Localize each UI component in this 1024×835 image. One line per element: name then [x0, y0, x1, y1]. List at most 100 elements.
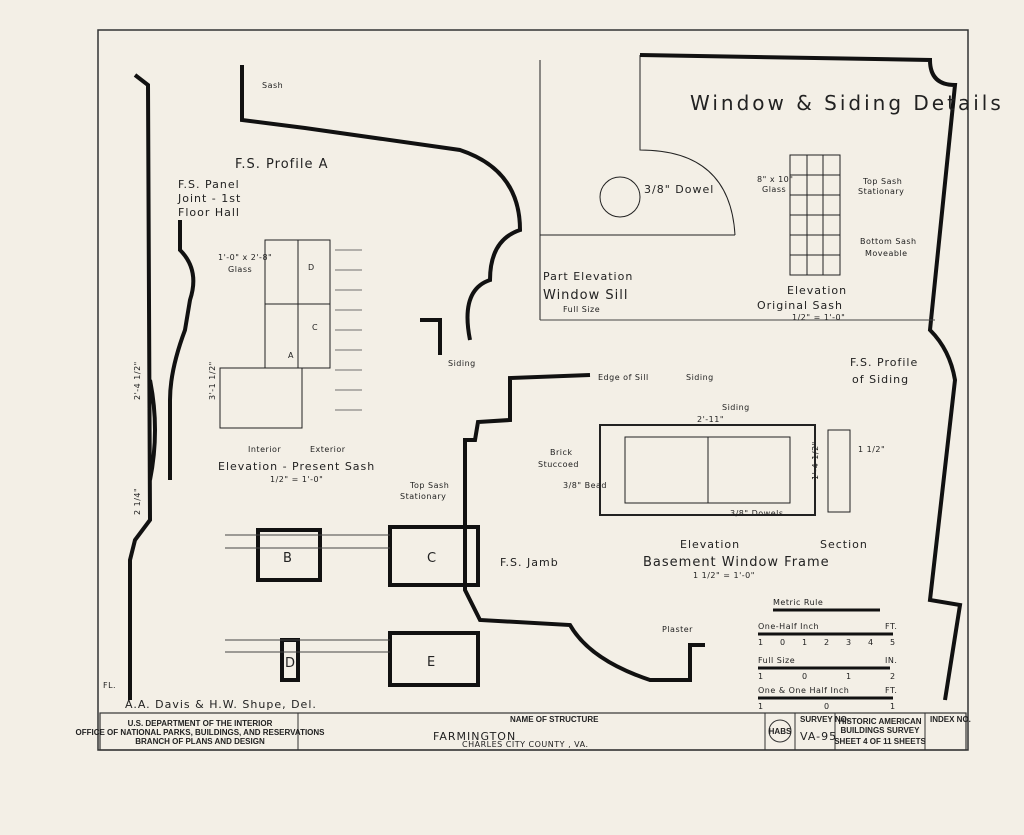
label: Siding	[448, 359, 476, 368]
original-sash	[789, 154, 841, 276]
label: F.S. Jamb	[500, 556, 559, 569]
label: F.S. Profile	[850, 356, 918, 369]
scale-tick-label: 0	[802, 672, 808, 681]
label: C	[312, 323, 318, 332]
scale-label: Full Size	[758, 656, 795, 665]
label: Interior	[248, 445, 281, 454]
label: Glass	[762, 185, 786, 194]
label: 3/8" Bead	[563, 481, 607, 490]
label: Floor Hall	[178, 206, 240, 219]
label: Glass	[228, 265, 252, 274]
scale-unit: FT.	[885, 686, 897, 695]
name-label: NAME OF STRUCTURE	[510, 715, 599, 724]
siding-profile-outline	[639, 53, 963, 701]
label: Exterior	[310, 445, 346, 454]
label: Bottom Sash	[860, 237, 917, 246]
scale-tick-label: 1	[758, 638, 764, 647]
survey-number: VA-95	[800, 730, 837, 743]
label: Window Sill	[543, 288, 628, 303]
label: 3'-1 1/2"	[208, 361, 217, 400]
label: F.S. Profile A	[235, 157, 329, 172]
label: Siding	[686, 373, 714, 382]
label: Stuccoed	[538, 460, 579, 469]
scale-unit: IN.	[885, 656, 897, 665]
habs-seal-icon	[768, 719, 792, 743]
label: Full Size	[563, 305, 600, 314]
label: 1'-0" x 2'-8"	[218, 253, 272, 262]
label: Joint - 1st	[177, 192, 241, 205]
habs-line: HISTORIC AMERICAN	[838, 717, 921, 726]
scale-tick-label: 3	[846, 638, 852, 647]
label: 1/2" = 1'-0"	[792, 313, 845, 322]
dowel-circle	[599, 176, 641, 218]
label: Part Elevation	[543, 270, 633, 283]
label: D	[285, 656, 296, 671]
scale-tick-label: 2	[890, 672, 896, 681]
profile-a-outline	[128, 73, 157, 700]
label: 2'-4 1/2"	[133, 361, 142, 400]
label: 1'-4 1/2"	[811, 441, 820, 480]
label: Elevation	[680, 538, 740, 551]
scale-tick-label: 1	[802, 638, 808, 647]
sheet-title: Window & Siding Details	[690, 91, 1004, 115]
habs-line: BUILDINGS SURVEY	[841, 726, 921, 735]
label: Brick	[550, 448, 573, 457]
window-sill-elevation	[539, 55, 736, 320]
label: Original Sash	[757, 299, 843, 312]
label: FL.	[103, 681, 116, 690]
sheet-number: SHEET 4 OF 11 SHEETS	[834, 737, 926, 746]
label: 1/2" = 1'-0"	[270, 475, 323, 484]
label: Siding	[722, 403, 750, 412]
seal-text: HABS	[769, 727, 792, 736]
scale-bars	[758, 608, 893, 700]
label: Stationary	[400, 492, 446, 501]
sash-sections	[225, 525, 480, 687]
label: Stationary	[858, 187, 904, 196]
label: 2'-11"	[697, 415, 724, 424]
label: 1 1/2" = 1'-0"	[693, 571, 755, 580]
scale-tick-label: 1	[890, 702, 896, 711]
scale-label: Metric Rule	[773, 598, 823, 607]
structure-location: CHARLES CITY COUNTY , VA.	[462, 740, 589, 749]
scale-tick-label: 0	[780, 638, 786, 647]
label: A	[288, 351, 294, 360]
sheet-border	[97, 29, 969, 751]
index-label: INDEX NO.	[930, 715, 971, 724]
agency-line: BRANCH OF PLANS AND DESIGN	[135, 737, 265, 746]
label: 3/8" Dowels	[730, 509, 784, 518]
agency-line: OFFICE OF NATIONAL PARKS, BUILDINGS, AND…	[75, 728, 325, 737]
scale-label: One & One Half Inch	[758, 686, 849, 695]
label: B	[283, 551, 293, 566]
scale-tick-label: 5	[890, 638, 896, 647]
label: Plaster	[662, 625, 693, 634]
label: 2 1/4"	[133, 488, 142, 515]
label: Section	[820, 538, 868, 551]
label: Top Sash	[409, 481, 449, 490]
label: Sash	[262, 81, 283, 90]
label: Moveable	[865, 249, 908, 258]
label: Top Sash	[862, 177, 902, 186]
jamb-outline	[420, 318, 705, 682]
present-sash-panel	[219, 367, 303, 429]
structure-name: FARMINGTON	[433, 730, 516, 743]
title-block: U.S. DEPARTMENT OF THE INTERIOR OFFICE O…	[75, 712, 971, 751]
scale-tick-label: 4	[868, 638, 874, 647]
sill-profile-outline	[240, 65, 523, 341]
panel-profile	[168, 220, 196, 480]
label: C	[427, 551, 437, 566]
scale-tick-label: 1	[758, 672, 764, 681]
scale-tick-label: 2	[824, 638, 830, 647]
label: 3/8" Dowel	[644, 183, 714, 196]
scale-unit: FT.	[885, 622, 897, 631]
label: of Siding	[852, 373, 909, 386]
label: F.S. Panel	[178, 178, 240, 191]
survey-label: SURVEY NO.	[800, 715, 849, 724]
label: 8" x 10"	[757, 175, 793, 184]
label: Elevation - Present Sash	[218, 460, 375, 473]
scale-tick-label: 1	[758, 702, 764, 711]
label: D	[308, 263, 315, 272]
basement-window-frame	[599, 424, 851, 516]
label: Elevation	[787, 284, 847, 297]
label: Basement Window Frame	[643, 555, 830, 570]
